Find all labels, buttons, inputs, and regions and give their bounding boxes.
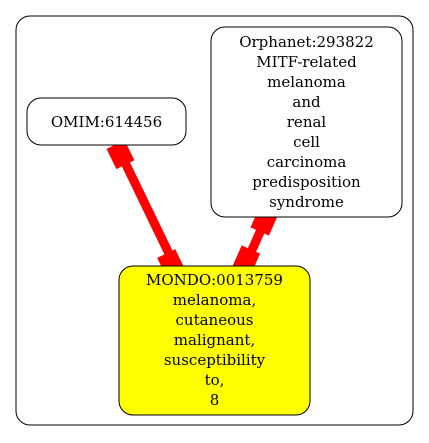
node-mondo-line: melanoma, (173, 291, 256, 309)
node-mondo-line: to, (205, 371, 225, 389)
node-mondo[interactable]: MONDO:0013759 melanoma, cutaneous malign… (118, 265, 311, 416)
node-omim[interactable]: OMIM:614456 (26, 97, 187, 146)
edge-tail-marker (106, 140, 135, 170)
node-omim-label: OMIM:614456 (51, 113, 162, 131)
cluster-boundary (15, 15, 414, 426)
node-orphanet-line: Orphanet:293822 (239, 33, 374, 51)
node-mondo-line: malignant, (174, 331, 255, 349)
node-mondo-line: MONDO:0013759 (146, 271, 283, 289)
node-mondo-line: 8 (210, 391, 220, 409)
edge-orphanet-to-mondo (232, 207, 278, 276)
node-mondo-line: susceptibility (164, 351, 266, 369)
node-orphanet-line: carcinoma (267, 153, 347, 171)
node-orphanet-line: melanoma (267, 73, 346, 91)
node-orphanet-line: cell (293, 133, 320, 151)
node-orphanet-line: syndrome (269, 193, 344, 211)
node-orphanet-line: MITF-related (256, 53, 357, 71)
node-orphanet-line: renal (287, 113, 327, 131)
node-mondo-line: cutaneous (176, 311, 254, 329)
node-orphanet-line: and (292, 93, 321, 111)
node-orphanet-line: predisposition (252, 173, 361, 191)
edge-omim-to-mondo (106, 140, 188, 284)
node-orphanet[interactable]: Orphanet:293822 MITF-related melanoma an… (210, 26, 403, 218)
